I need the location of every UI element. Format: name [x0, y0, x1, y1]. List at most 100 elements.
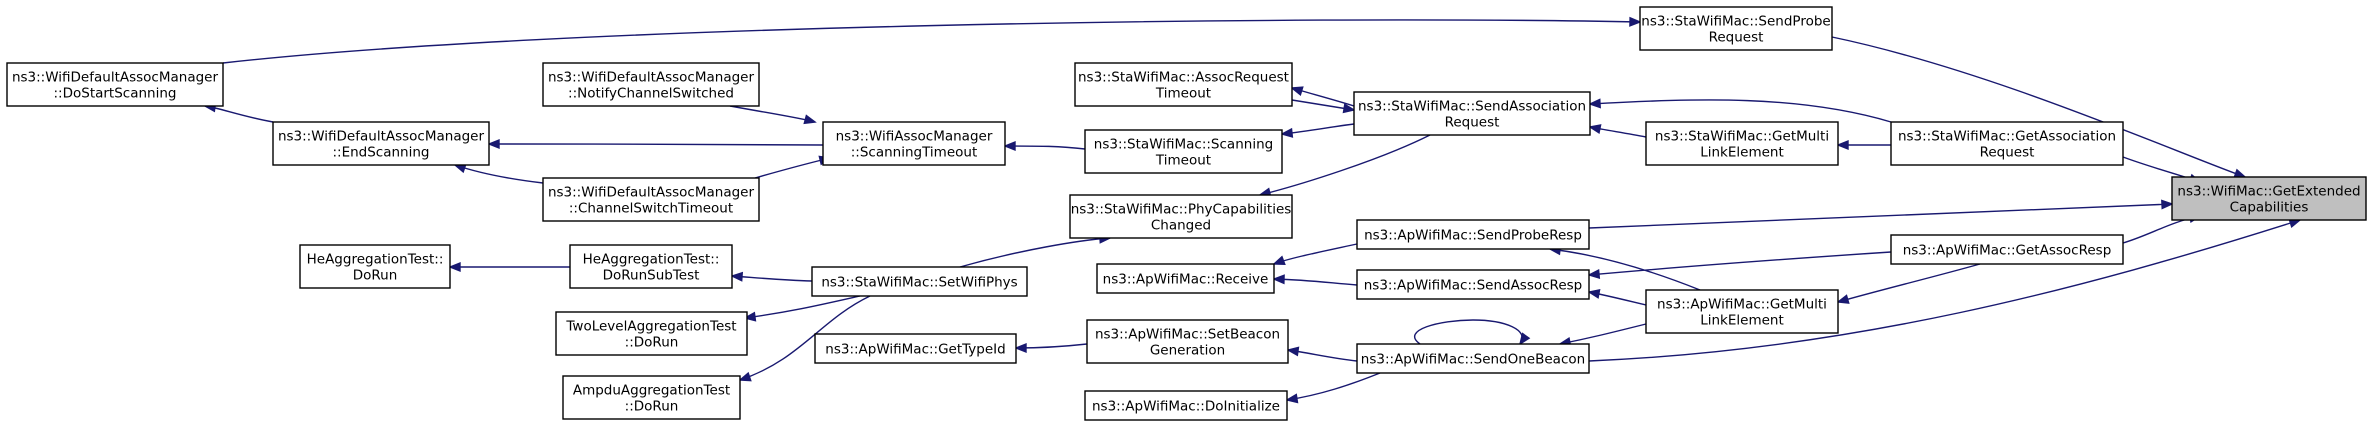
node-channelswitchtimeout[interactable]: ns3::WifiDefaultAssocManager::ChannelSwi…	[542, 177, 760, 222]
edge-line	[729, 105, 816, 123]
node-label: ns3::StaWifiMac::Scanning	[1094, 137, 1273, 153]
node-setwifiphys[interactable]: ns3::StaWifiMac::SetWifiPhys	[811, 266, 1028, 297]
node-label: Timeout	[1155, 153, 1211, 169]
node-heaggtestdorun[interactable]: HeAggregationTest::DoRun	[299, 244, 451, 289]
node-sendproberesp[interactable]: ns3::ApWifiMac::SendProbeResp	[1356, 219, 1590, 250]
edge-arrowhead	[1629, 16, 1642, 27]
node-apdoinit[interactable]: ns3::ApWifiMac::DoInitialize	[1084, 390, 1288, 421]
edge-channelswitchtimeout-to-scanningtimeoutmgr	[754, 155, 832, 179]
edge-arrowhead	[487, 138, 500, 150]
edge-arrowhead	[1836, 294, 1850, 304]
node-ampduagg[interactable]: AmpduAggregationTest::DoRun	[562, 375, 741, 420]
node-label: ns3::ApWifiMac::SetBeacon	[1095, 327, 1280, 343]
node-label: ns3::StaWifiMac::SendProbe	[1641, 14, 1830, 30]
node-box	[1084, 390, 1288, 421]
node-label: ::EndScanning	[332, 145, 429, 161]
node-sendassocresp[interactable]: ns3::ApWifiMac::SendAssocResp	[1356, 269, 1590, 300]
node-label: ns3::StaWifiMac::PhyCapabilities	[1071, 202, 1292, 218]
edge-arrowhead	[1003, 140, 1016, 152]
edge-line	[1281, 123, 1355, 135]
edge-apgetmultilink-to-sendassocresp	[1587, 289, 1647, 306]
edge-arrowhead	[743, 311, 757, 322]
edge-line	[1259, 134, 1431, 196]
node-label: ns3::ApWifiMac::GetTypeId	[825, 342, 1005, 358]
edge-dostartscanning-to-sendprobereq	[222, 16, 1642, 64]
edge-arrowhead	[1518, 332, 1531, 346]
edge-arrowhead	[1588, 98, 1601, 109]
node-label: ns3::ApWifiMac::Receive	[1103, 272, 1269, 288]
node-notifychannel[interactable]: ns3::WifiDefaultAssocManager::NotifyChan…	[542, 62, 760, 107]
edge-arrowhead	[1280, 127, 1294, 138]
edge-sendonebeacon-to-setbeacongen	[1286, 346, 1358, 362]
node-box	[299, 244, 451, 289]
edge-setbeacongen-to-apgettypeid	[1014, 342, 1088, 354]
edge-line	[1413, 319, 1523, 345]
node-label: ::NotifyChannelSwitched	[568, 86, 734, 102]
edge-arrowhead	[1587, 269, 1601, 280]
edge-arrowhead	[1587, 289, 1601, 299]
node-dostartscanning[interactable]: ns3::WifiDefaultAssocManager::DoStartSca…	[6, 62, 224, 107]
node-box	[811, 266, 1028, 297]
edge-arrowhead	[738, 371, 752, 382]
node-label: HeAggregationTest::	[307, 252, 444, 268]
edge-arrowhead	[448, 261, 461, 273]
node-box	[1096, 263, 1275, 294]
edge-arrowhead	[2161, 199, 2174, 210]
node-label: ::ChannelSwitchTimeout	[569, 201, 733, 217]
edge-line	[1588, 203, 2173, 229]
edge-channelswitchtimeout-to-endscanning	[453, 163, 544, 184]
edge-arrowhead	[2233, 168, 2247, 179]
edge-getassocresp-to-apgetmultilink	[1836, 263, 1981, 304]
node-label: ns3::ApWifiMac::GetAssocResp	[1903, 243, 2112, 259]
node-label: ns3::WifiAssocManager	[836, 129, 993, 145]
node-stascanningtimeout[interactable]: ns3::StaWifiMac::ScanningTimeout	[1084, 129, 1283, 174]
node-scanningtimeoutmgr[interactable]: ns3::WifiAssocManager::ScanningTimeout	[822, 121, 1006, 166]
node-label: DoRun	[353, 268, 398, 284]
edge-line	[222, 19, 1641, 64]
edge-line	[1273, 243, 1358, 265]
edge-stascanningtimeout-to-scanningtimeoutmgr	[1003, 140, 1086, 152]
edge-line	[1559, 323, 1647, 345]
node-box	[6, 62, 224, 107]
node-label: ns3::ApWifiMac::GetMulti	[1657, 297, 1827, 313]
edge-arrowhead	[1272, 274, 1285, 285]
edge-arrowhead	[1588, 124, 1602, 135]
node-apreceive[interactable]: ns3::ApWifiMac::Receive	[1096, 263, 1275, 294]
node-label: TwoLevelAggregationTest	[565, 319, 736, 335]
node-label: ns3::WifiDefaultAssocManager	[12, 70, 219, 86]
edge-line	[731, 275, 813, 282]
node-getassocresp[interactable]: ns3::ApWifiMac::GetAssocResp	[1890, 234, 2124, 265]
edge-sendassocreq-to-phycapchanged	[1258, 134, 1431, 198]
edge-sendproberesp-to-apreceive	[1272, 243, 1358, 265]
node-apgettypeid[interactable]: ns3::ApWifiMac::GetTypeId	[814, 333, 1017, 364]
node-twolevelagg[interactable]: TwoLevelAggregationTest::DoRun	[555, 311, 748, 356]
edge-setwifiphys-to-twolevelagg	[743, 295, 861, 322]
graph-nodes: ns3::WifiMac::GetExtendedCapabilitiesns3…	[6, 6, 2367, 421]
node-label: LinkElement	[1700, 145, 1784, 161]
node-label: ns3::StaWifiMac::AssocRequest	[1078, 70, 1289, 86]
edge-arrowhead	[1285, 393, 1299, 404]
node-label: DoRunSubTest	[603, 268, 700, 284]
node-heaggsubtest[interactable]: HeAggregationTest::DoRunSubTest	[569, 244, 733, 289]
edge-line	[1004, 145, 1086, 150]
node-sendonebeacon[interactable]: ns3::ApWifiMac::SendOneBeacon	[1356, 343, 1590, 374]
node-label: ns3::WifiDefaultAssocManager	[548, 185, 755, 201]
node-label: ::DoRun	[625, 335, 679, 351]
node-box	[1356, 269, 1590, 300]
node-box	[1356, 343, 1590, 374]
edge-arrowhead	[730, 271, 744, 282]
node-box	[2171, 176, 2367, 221]
node-box	[1086, 319, 1289, 364]
node-label: ns3::WifiDefaultAssocManager	[278, 129, 485, 145]
node-endscanning[interactable]: ns3::WifiDefaultAssocManager::EndScannin…	[272, 121, 490, 166]
edge-setwifiphys-to-heaggsubtest	[730, 271, 813, 282]
